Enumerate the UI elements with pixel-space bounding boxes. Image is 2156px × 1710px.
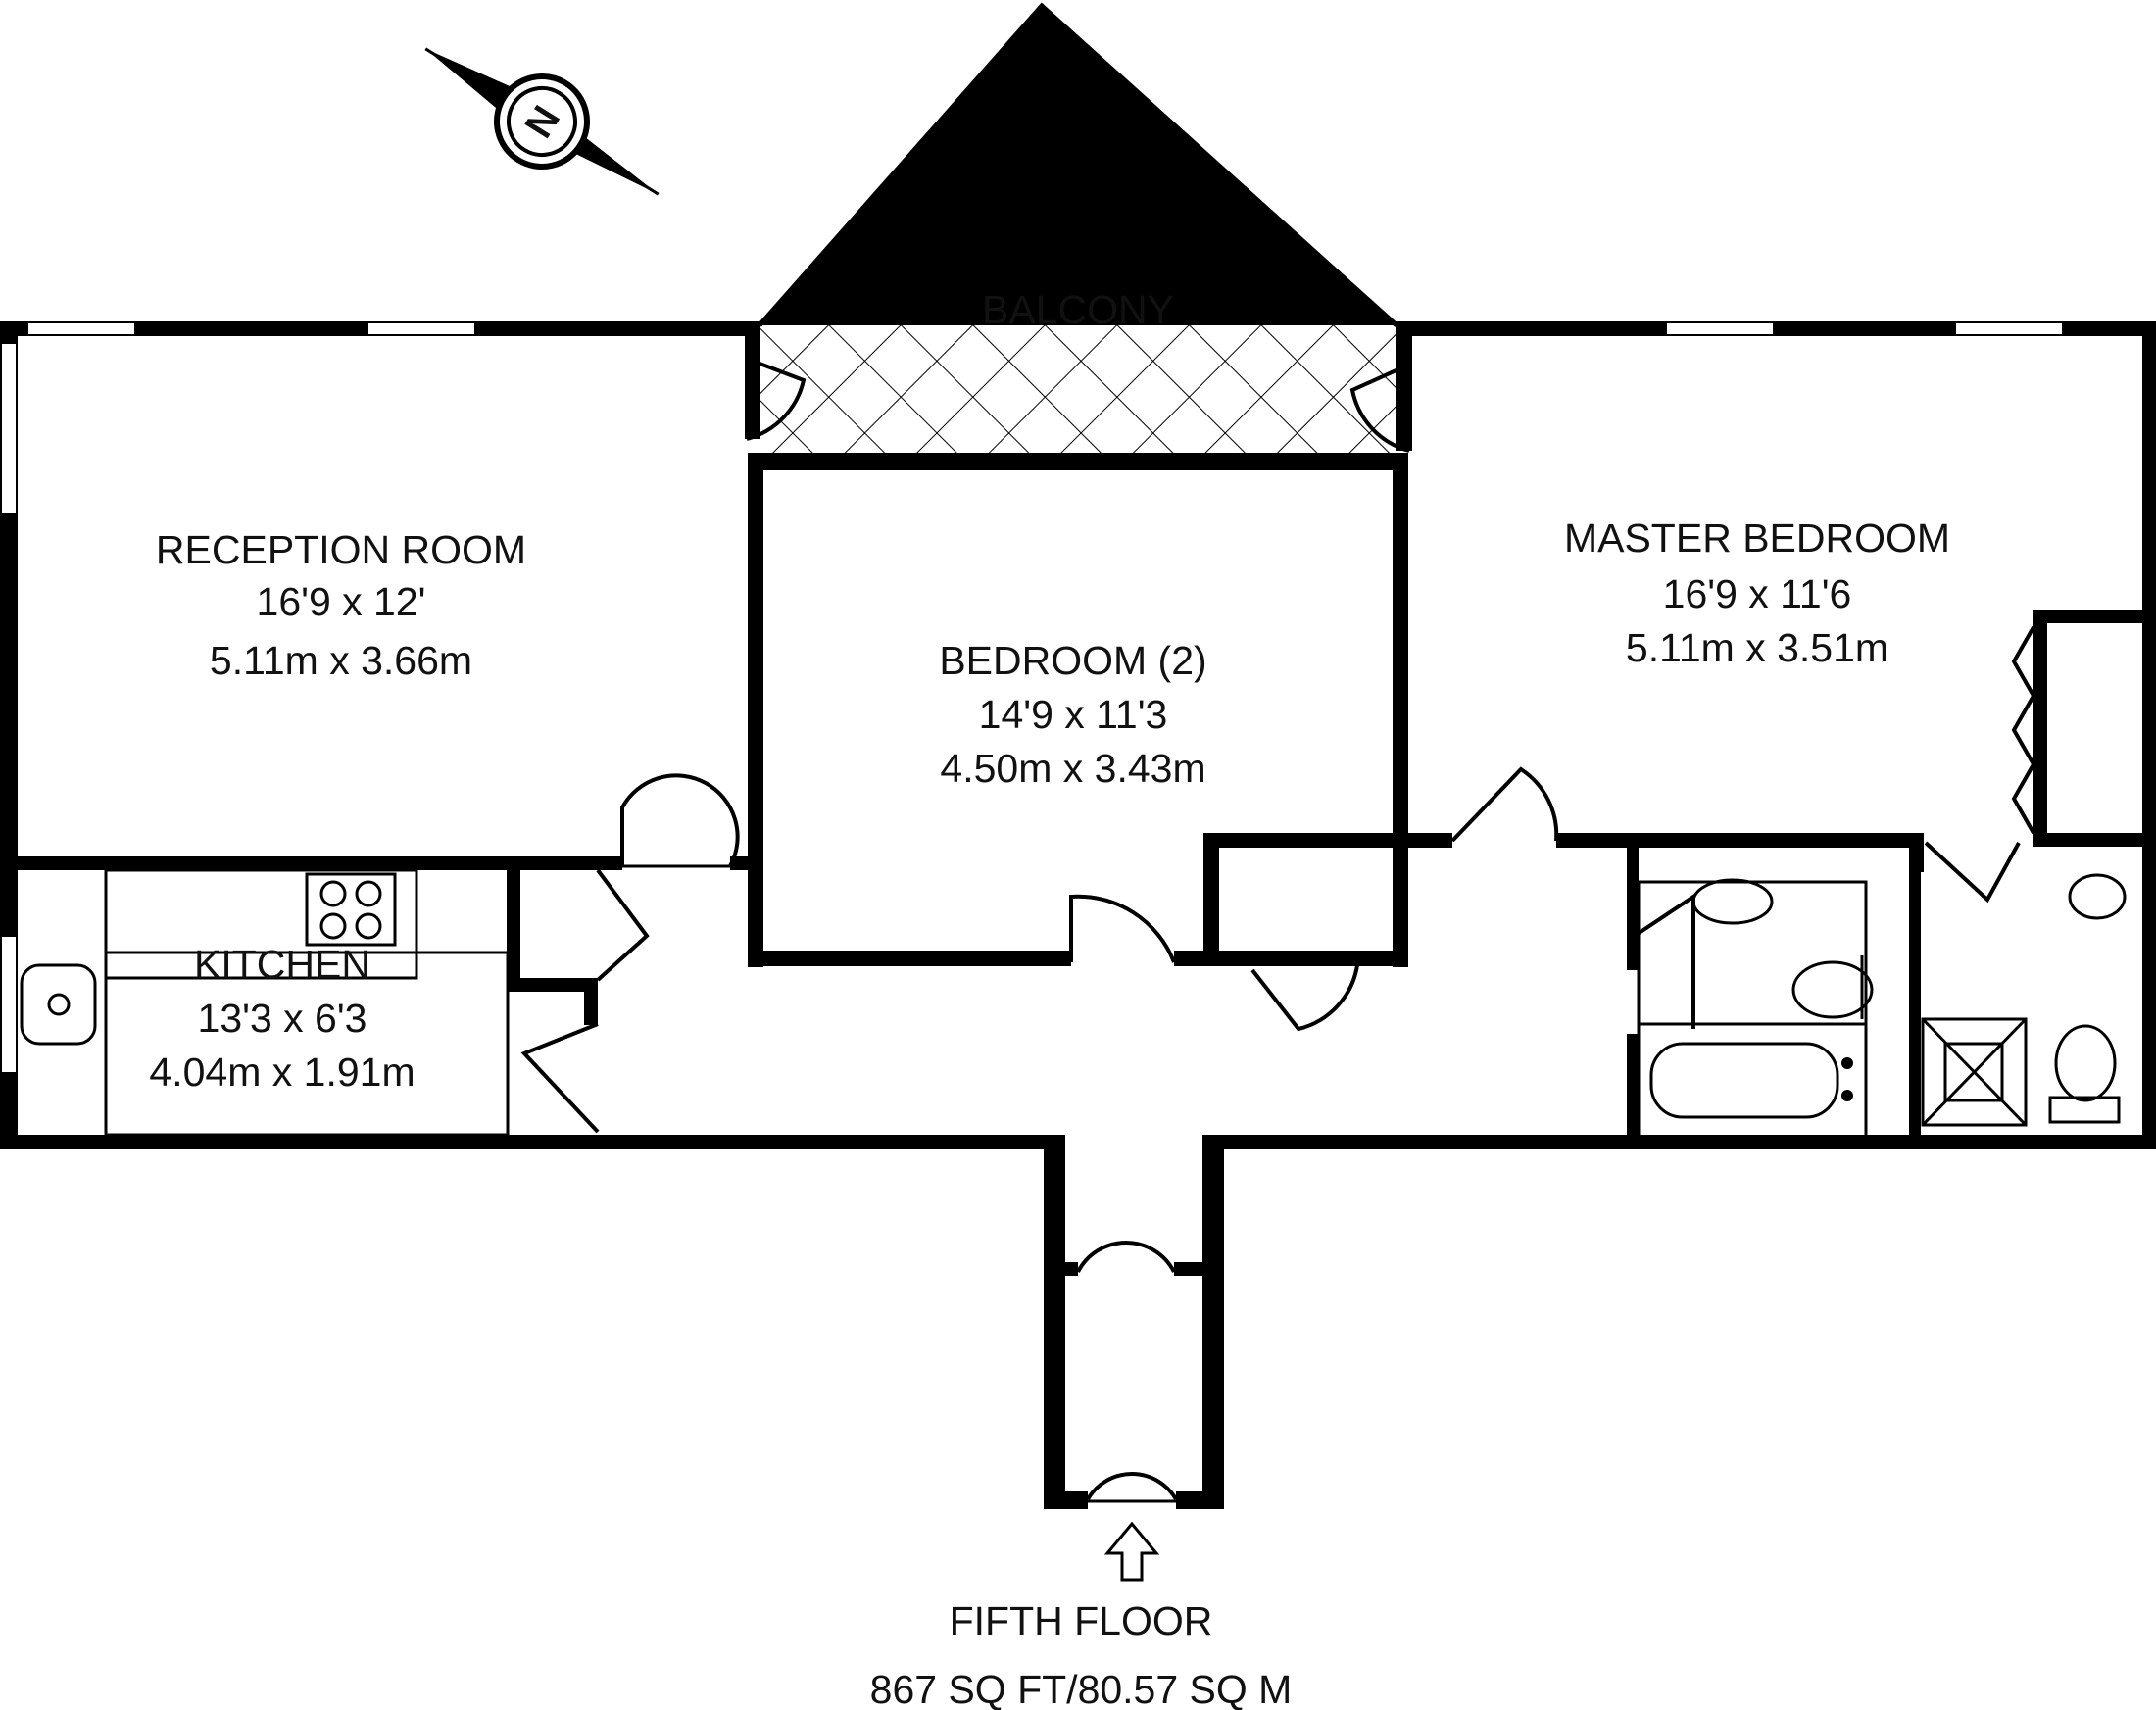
reception-dim-imperial: 16'9 x 12'	[257, 579, 426, 624]
kitchen-fittings	[20, 868, 510, 1137]
balcony-label: BALCONY	[982, 287, 1174, 332]
master-dim-imperial: 16'9 x 11'6	[1663, 571, 1852, 616]
up-arrow-icon	[1103, 1521, 1160, 1582]
bedroom2-name: BEDROOM (2)	[939, 638, 1206, 683]
windows	[0, 321, 2064, 1074]
walls	[0, 321, 2156, 1509]
floor-label: FIFTH FLOOR	[950, 1598, 1213, 1643]
kitchen-dim-imperial: 13'3 x 6'3	[198, 996, 368, 1041]
master-name: MASTER BEDROOM	[1564, 515, 1950, 561]
kitchen-dim-metric: 4.04m x 1.91m	[149, 1050, 415, 1095]
kitchen-name: KITCHEN	[194, 942, 370, 987]
bedroom2-dim-imperial: 14'9 x 11'3	[979, 692, 1168, 737]
reception-dim-metric: 5.11m x 3.66m	[210, 638, 472, 683]
area-label: 867 SQ FT/80.57 SQ M	[870, 1667, 1293, 1710]
master-dim-metric: 5.11m x 3.51m	[1626, 625, 1888, 670]
bathroom-fittings	[1637, 873, 2127, 1139]
reception-name: RECEPTION ROOM	[156, 527, 526, 572]
bedroom2-dim-metric: 4.50m x 3.43m	[940, 746, 1205, 791]
compass-icon	[424, 47, 660, 196]
